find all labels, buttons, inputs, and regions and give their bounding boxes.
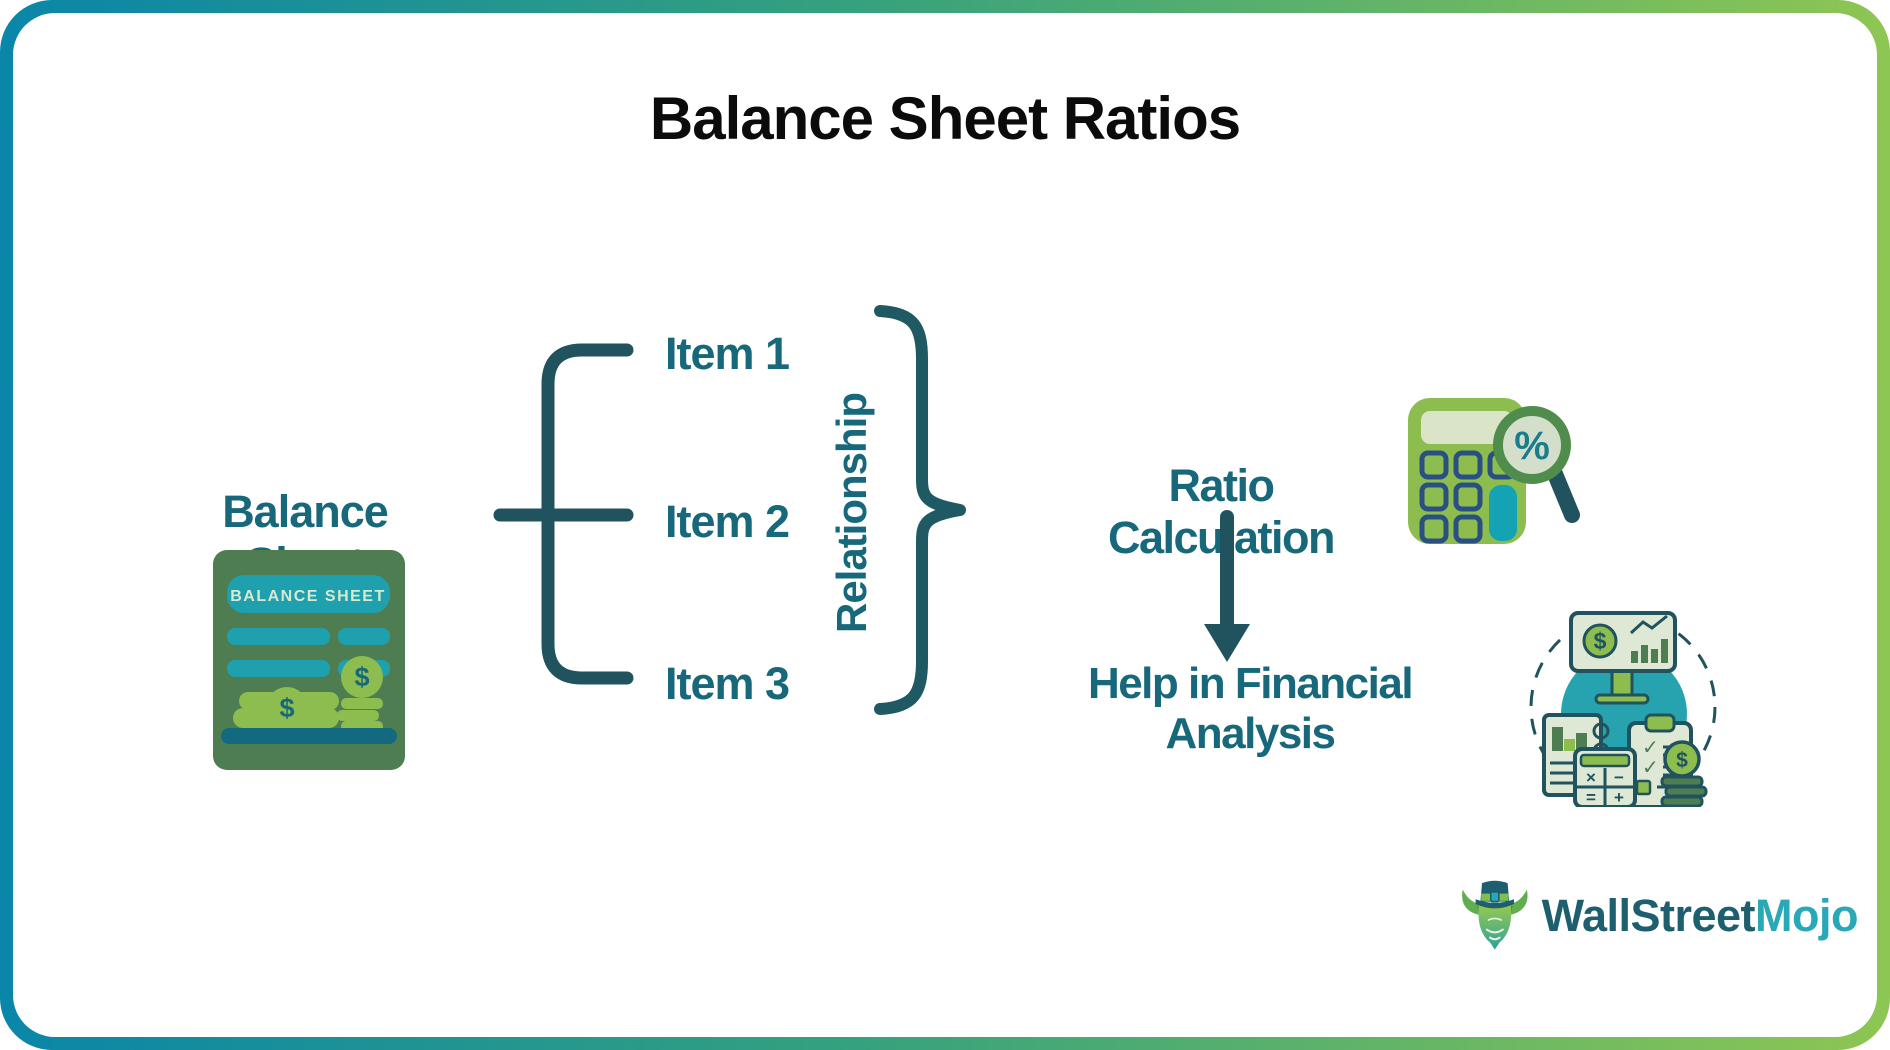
wallstreetmojo-bull-icon [1462,880,1528,950]
equals-symbol: = [1586,788,1596,807]
financial-analysis-icon: $ ✓ ✓ [1529,611,1717,807]
financial-analysis-label: Help in Financial Analysis [1087,659,1414,758]
fork-item-3-label: Item 3 [665,658,790,709]
monitor-dollar-symbol: $ [1594,628,1607,654]
coin-icon [341,656,383,698]
coins-stack-icon: $ [1660,740,1708,807]
logo-text-wallstreet: WallStreet [1541,889,1756,941]
balance-sheet-icon-header: BALANCE SHEET [230,588,386,605]
curly-brace [874,305,966,715]
fork-connector [493,343,634,685]
minus-symbol: − [1614,768,1624,787]
multiply-symbol: × [1586,768,1596,787]
coin-dollar-symbol: $ [354,662,369,692]
coins-dollar-symbol: $ [1676,749,1688,772]
check-symbol-1: ✓ [1642,737,1659,759]
check-symbol-2: ✓ [1642,757,1659,779]
down-arrow [1204,510,1250,662]
page-title: Balance Sheet Ratios [649,85,1241,152]
dashed-circle [1529,613,1717,801]
magnifier-lens [1493,406,1571,484]
balance-sheet-document-icon: BALANCE SHEET $ $ [213,550,405,770]
monitor-chart-icon: $ [1569,611,1677,705]
calculator-magnifier-icon: % [1408,398,1580,544]
plus-symbol: + [1614,788,1624,807]
wallstreetmojo-wordmark: WallStreetMojo [1541,889,1859,942]
percent-symbol: % [1514,424,1550,468]
fork-item-1-label: Item 1 [665,328,790,379]
magnifier-handle [1547,466,1580,523]
frame-inner [13,13,1877,1037]
money-bundle-icon [266,687,308,729]
logo-text-mojo: Mojo [1755,889,1858,941]
wallstreetmojo-logo: WallStreetMojo [1458,868,1858,963]
relationship-label: Relationship [828,392,875,634]
mini-calculator-icon: × − = + [1573,747,1637,807]
bundle-dollar-symbol: $ [279,693,294,723]
fork-item-2-label: Item 2 [665,496,790,547]
